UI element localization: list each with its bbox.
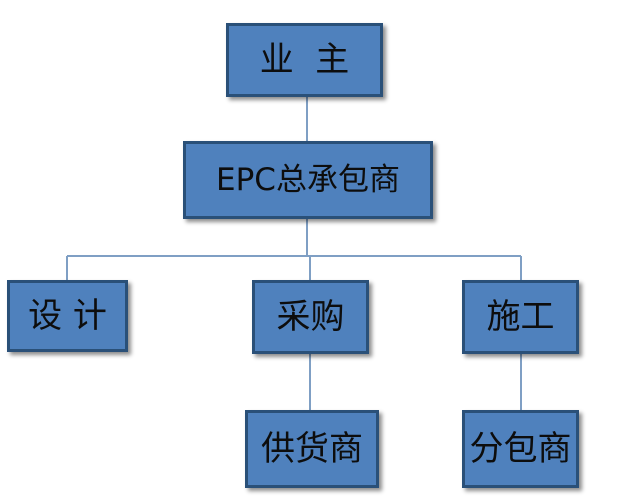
node-design: 设 计 xyxy=(7,280,128,352)
node-subcontractor-label: 分包商 xyxy=(469,429,572,469)
node-epc-contractor: EPC总承包商 xyxy=(183,141,433,219)
node-procurement: 采购 xyxy=(252,280,369,354)
node-subcontractor: 分包商 xyxy=(462,410,579,488)
node-supplier: 供货商 xyxy=(245,410,379,488)
node-supplier-label: 供货商 xyxy=(261,429,363,469)
node-owner: 业 主 xyxy=(226,23,383,97)
node-epc-contractor-label: EPC总承包商 xyxy=(216,161,400,198)
node-construction-label: 施工 xyxy=(486,297,555,337)
node-owner-label: 业 主 xyxy=(259,40,350,80)
node-procurement-label: 采购 xyxy=(276,297,345,337)
node-design-label: 设 计 xyxy=(28,296,107,336)
node-construction: 施工 xyxy=(462,280,579,354)
